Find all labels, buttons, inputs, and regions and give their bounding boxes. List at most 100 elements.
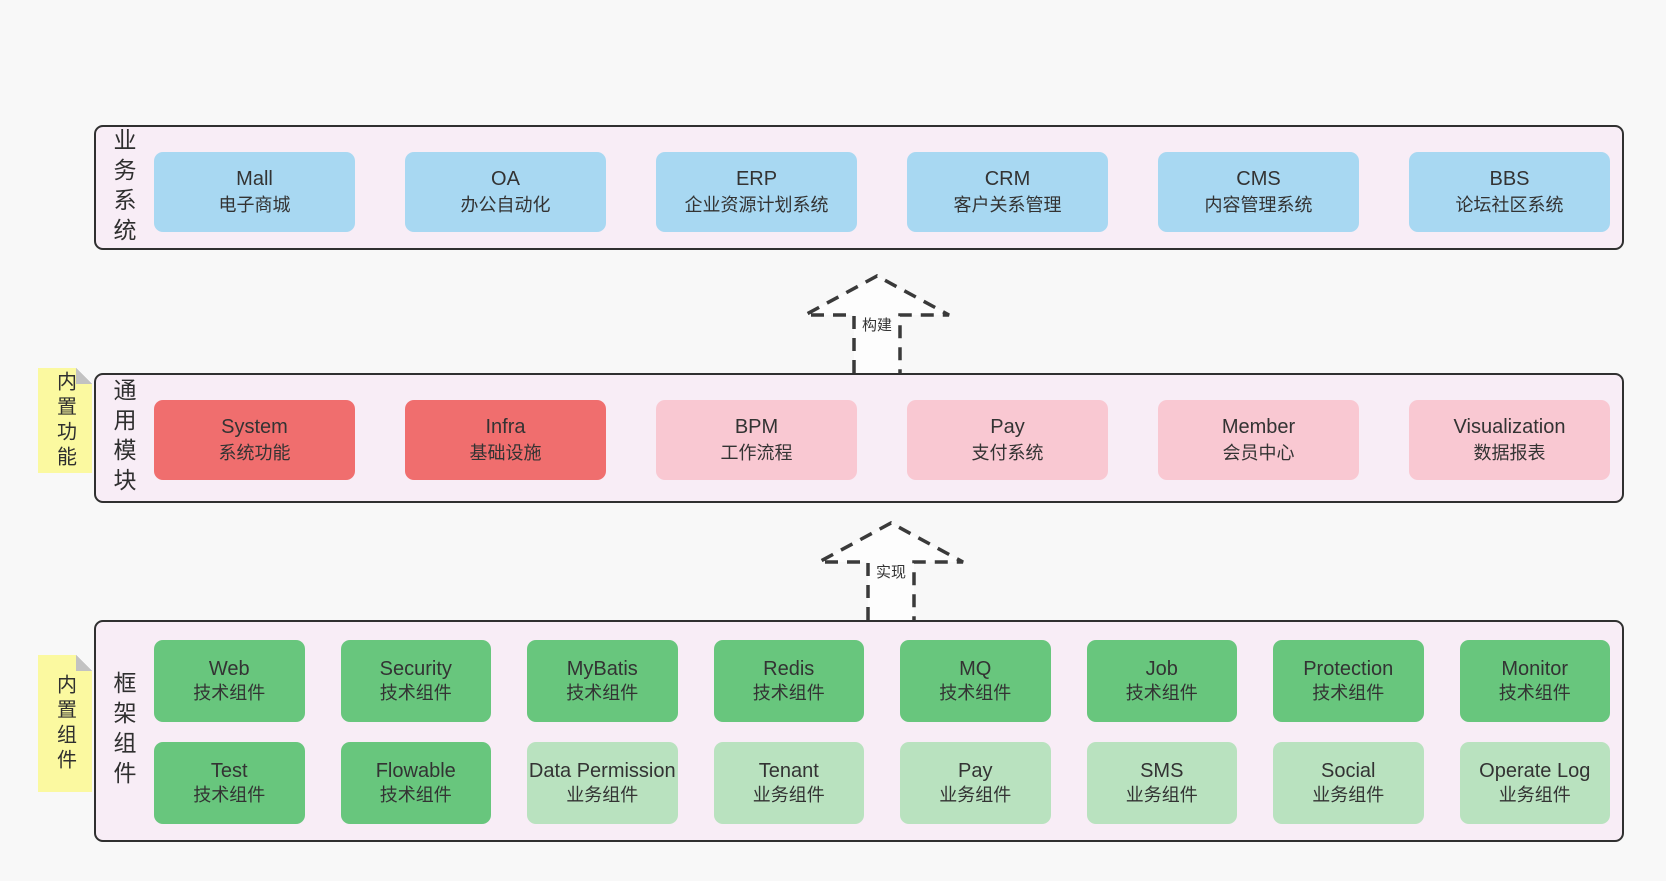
box-social: Social 业务组件	[1273, 742, 1424, 824]
components-row-1: Web 技术组件 Security 技术组件 MyBatis 技术组件 Redi…	[154, 640, 1610, 722]
box-tenant-name: Tenant	[758, 759, 819, 782]
box-monitor: Monitor 技术组件	[1459, 640, 1610, 722]
layer-business-label: 业务系统	[110, 127, 136, 248]
box-redis-desc: 技术组件	[752, 683, 825, 704]
box-job-desc: 技术组件	[1125, 683, 1198, 704]
box-member-name: Member	[1221, 416, 1296, 439]
box-flowable-desc: 技术组件	[379, 785, 452, 806]
folded-corner-icon	[76, 368, 92, 384]
box-test: Test 技术组件	[154, 742, 305, 824]
layer-common-modules: 通用模块 System 系统功能 Infra 基础设施 BPM 工作流程 Pay…	[94, 373, 1624, 503]
box-flowable: Flowable 技术组件	[340, 742, 491, 824]
box-crm-name: CRM	[984, 168, 1031, 191]
builtin-components-tag: 内置组件	[38, 655, 92, 792]
box-mall: Mall 电子商城	[154, 152, 355, 232]
layer-components-label: 框架组件	[110, 671, 136, 791]
implement-arrow: 实现	[816, 520, 966, 620]
box-monitor-name: Monitor	[1501, 657, 1569, 680]
box-operate-log-desc: 业务组件	[1498, 785, 1571, 806]
box-security-desc: 技术组件	[379, 683, 452, 704]
box-mq-name: MQ	[959, 657, 992, 680]
box-infra: Infra 基础设施	[405, 400, 606, 480]
box-mybatis-name: MyBatis	[566, 657, 638, 680]
box-operate-log-name: Operate Log	[1479, 759, 1591, 782]
builtin-functions-tag: 内置功能	[38, 368, 92, 473]
box-infra-name: Infra	[485, 416, 526, 439]
box-operate-log: Operate Log 业务组件	[1459, 742, 1610, 824]
box-mybatis: MyBatis 技术组件	[527, 640, 678, 722]
box-web-name: Web	[208, 657, 250, 680]
box-test-name: Test	[210, 759, 248, 782]
box-pay-module-name: Pay	[990, 416, 1025, 439]
box-system: System 系统功能	[154, 400, 355, 480]
business-boxes-row: Mall 电子商城 OA 办公自动化 ERP 企业资源计划系统 CRM 客户关系…	[154, 152, 1610, 232]
box-member-desc: 会员中心	[1222, 443, 1295, 464]
box-erp: ERP 企业资源计划系统	[656, 152, 857, 232]
box-bbs-desc: 论坛社区系统	[1455, 195, 1564, 216]
box-sms: SMS 业务组件	[1086, 742, 1237, 824]
box-oa-desc: 办公自动化	[460, 195, 551, 216]
box-tenant: Tenant 业务组件	[713, 742, 864, 824]
box-cms-name: CMS	[1236, 168, 1281, 191]
box-mq-desc: 技术组件	[939, 683, 1012, 704]
box-crm-desc: 客户关系管理	[953, 195, 1062, 216]
box-data-permission-name: Data Permission	[528, 759, 676, 782]
box-mall-desc: 电子商城	[218, 195, 291, 216]
box-mybatis-desc: 技术组件	[566, 683, 639, 704]
layer-framework-components: 框架组件 Web 技术组件 Security 技术组件 MyBatis 技术组件…	[94, 620, 1624, 842]
box-bpm: BPM 工作流程	[656, 400, 857, 480]
box-oa: OA 办公自动化	[405, 152, 606, 232]
box-flowable-name: Flowable	[375, 759, 456, 782]
builtin-components-tag-label: 内置组件	[53, 673, 76, 774]
box-sms-desc: 业务组件	[1125, 785, 1198, 806]
box-pay-component: Pay 业务组件	[900, 742, 1051, 824]
box-pay-component-name: Pay	[958, 759, 993, 782]
box-bbs-name: BBS	[1489, 168, 1530, 191]
box-bpm-name: BPM	[734, 416, 779, 439]
box-protection-desc: 技术组件	[1312, 683, 1385, 704]
box-mall-name: Mall	[236, 168, 273, 191]
box-security-name: Security	[379, 657, 452, 680]
box-cms-desc: 内容管理系统	[1204, 195, 1313, 216]
implement-arrow-label: 实现	[873, 561, 909, 582]
layer-modules-label: 通用模块	[110, 378, 136, 498]
box-tenant-desc: 业务组件	[752, 785, 825, 806]
folded-corner-icon	[76, 655, 92, 671]
box-infra-desc: 基础设施	[469, 443, 542, 464]
components-row-2: Test 技术组件 Flowable 技术组件 Data Permission …	[154, 742, 1610, 824]
box-security: Security 技术组件	[340, 640, 491, 722]
box-social-name: Social	[1321, 759, 1376, 782]
box-data-permission-desc: 业务组件	[566, 785, 639, 806]
build-arrow-label: 构建	[859, 314, 895, 335]
box-erp-desc: 企业资源计划系统	[684, 195, 829, 216]
box-pay-component-desc: 业务组件	[939, 785, 1012, 806]
box-sms-name: SMS	[1140, 759, 1184, 782]
box-erp-name: ERP	[735, 168, 778, 191]
box-pay-module: Pay 支付系统	[907, 400, 1108, 480]
box-visualization-desc: 数据报表	[1473, 443, 1546, 464]
box-job-name: Job	[1145, 657, 1178, 680]
box-oa-name: OA	[491, 168, 520, 191]
builtin-functions-tag-label: 内置功能	[53, 370, 76, 471]
box-web-desc: 技术组件	[193, 683, 266, 704]
build-arrow: 构建	[802, 273, 952, 373]
box-test-desc: 技术组件	[193, 785, 266, 806]
box-web: Web 技术组件	[154, 640, 305, 722]
box-data-permission: Data Permission 业务组件	[527, 742, 678, 824]
box-system-desc: 系统功能	[218, 443, 291, 464]
modules-boxes-row: System 系统功能 Infra 基础设施 BPM 工作流程 Pay 支付系统…	[154, 400, 1610, 480]
box-mq: MQ 技术组件	[900, 640, 1051, 722]
box-crm: CRM 客户关系管理	[907, 152, 1108, 232]
box-social-desc: 业务组件	[1312, 785, 1385, 806]
box-protection: Protection 技术组件	[1273, 640, 1424, 722]
box-cms: CMS 内容管理系统	[1158, 152, 1359, 232]
box-visualization: Visualization 数据报表	[1409, 400, 1610, 480]
box-pay-module-desc: 支付系统	[971, 443, 1044, 464]
box-bpm-desc: 工作流程	[720, 443, 793, 464]
box-protection-name: Protection	[1303, 657, 1394, 680]
box-visualization-name: Visualization	[1453, 416, 1566, 439]
box-job: Job 技术组件	[1086, 640, 1237, 722]
box-redis-name: Redis	[763, 657, 815, 680]
box-bbs: BBS 论坛社区系统	[1409, 152, 1610, 232]
